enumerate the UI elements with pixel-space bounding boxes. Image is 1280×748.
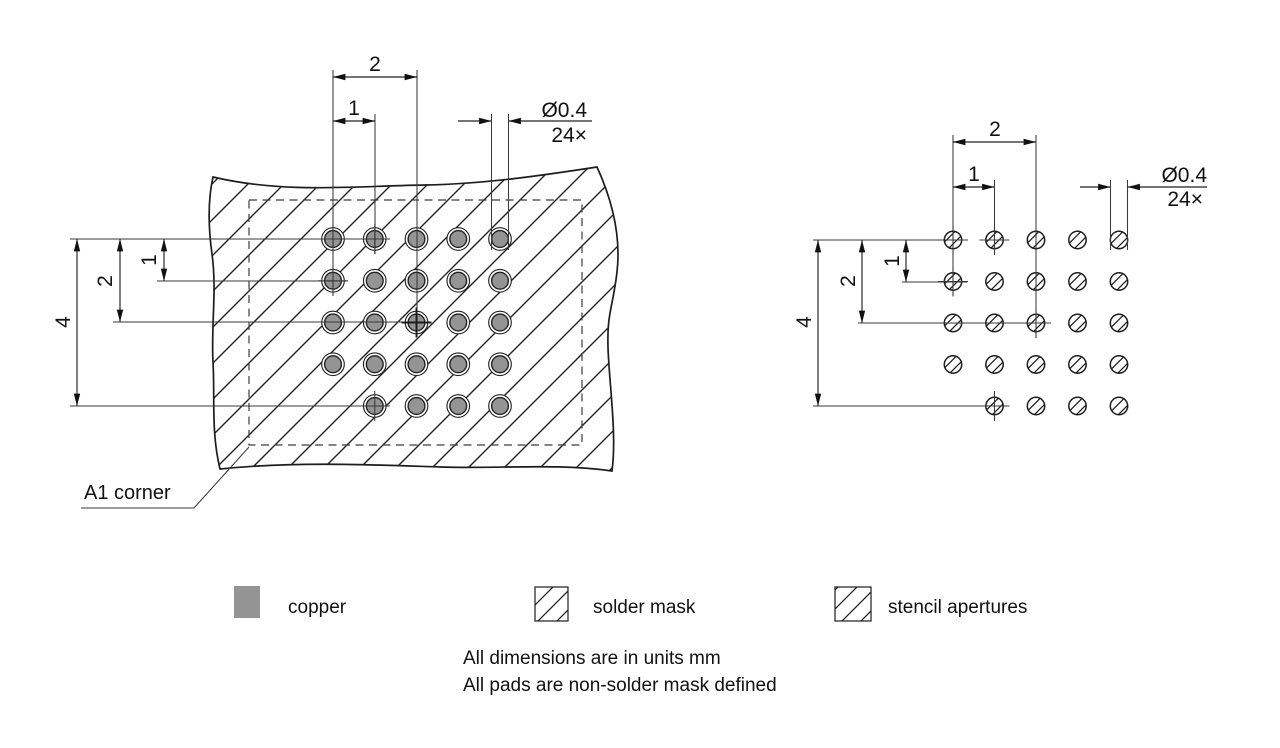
dimension-lines-left [73,73,592,407]
pad-crosshairs-left [318,224,432,421]
a1-corner-leader [81,446,250,509]
stencil-aperture [985,355,1004,374]
legend-item-solder-mask: solder mask [534,586,696,622]
copper-pad [407,355,426,374]
stencil-aperture [1109,355,1129,374]
legend-stencil-apertures-label: stencil apertures [888,597,1027,618]
stencil-aperture [1109,272,1129,291]
dim-row-1-left: 1 [138,254,161,266]
a1-corner-label: A1 corner [84,482,171,504]
dim-diameter-left: Ø0.4 [541,99,587,122]
note-pads: All pads are non-solder mask defined [463,675,777,696]
copper-pad [407,396,426,416]
legend: copper solder mask stencil apertures [234,586,1027,622]
copper-pad [490,355,510,374]
stencil-aperture [1109,396,1129,416]
copper-pad [490,271,510,290]
copper-pad [449,313,468,332]
dim-diameter-right: Ø0.4 [1161,164,1207,187]
solder-mask-swatch [535,587,568,621]
copper-pad [365,271,384,290]
stencil-aperture [1026,396,1046,416]
dimension-lines-right [814,138,1207,407]
copper-pad [490,313,510,332]
dim-pitch-2-right: 2 [989,118,1001,141]
legend-item-stencil-apertures: stencil apertures [834,586,1027,622]
dim-span-4-right: 4 [793,316,816,328]
copper-pads-group [321,227,512,418]
copper-pad [449,271,468,290]
drawing-notes: All dimensions are in units mm All pads … [463,648,777,696]
copper-pad [449,229,468,249]
land-pattern-view: 2 1 Ø0.4 24× 4 2 1 A1 corner [52,53,619,509]
stencil-aperture [1068,230,1087,250]
dim-row-1-right: 1 [881,255,904,267]
stencil-aperture [985,272,1004,291]
solder-mask-swatch-border [534,586,569,622]
note-units: All dimensions are in units mm [463,648,721,669]
stencil-aperture [1068,272,1087,291]
legend-copper-label: copper [288,597,347,618]
stencil-aperture [1068,313,1087,333]
stencil-aperture [1109,313,1129,333]
aperture-crosshairs-right [938,225,1051,421]
copper-pad [490,396,510,416]
dim-pitch-2-left: 2 [369,53,381,76]
dim-row-2-left: 2 [94,275,117,287]
extension-lines-right [813,135,1129,407]
copper-pad [323,355,343,374]
dim-quantity-right: 24× [1167,188,1203,211]
stencil-aperture [1026,355,1046,374]
stencil-aperture [1068,355,1087,374]
copper-pad [449,355,468,374]
dim-span-4-left: 4 [52,316,75,328]
dim-quantity-left: 24× [551,124,587,147]
stencil-apertures-swatch [835,587,871,621]
dim-row-2-right: 2 [837,275,860,287]
legend-solder-mask-label: solder mask [593,597,696,618]
copper-pad [449,396,468,416]
copper-swatch [234,586,260,618]
copper-pad [490,229,510,249]
stencil-view: 2 1 Ø0.4 24× 4 2 1 [793,118,1207,421]
stencil-aperture [943,355,963,374]
copper-pad [365,355,384,374]
stencil-apertures-swatch-border [834,586,872,622]
dim-pitch-1-right: 1 [968,163,980,186]
stencil-aperture [1068,396,1087,416]
legend-item-copper: copper [234,586,347,618]
extension-lines-left [70,70,510,407]
stencil-aperture [1109,230,1129,250]
a1-corner-callout: A1 corner [81,446,250,509]
dim-pitch-1-left: 1 [348,97,360,120]
